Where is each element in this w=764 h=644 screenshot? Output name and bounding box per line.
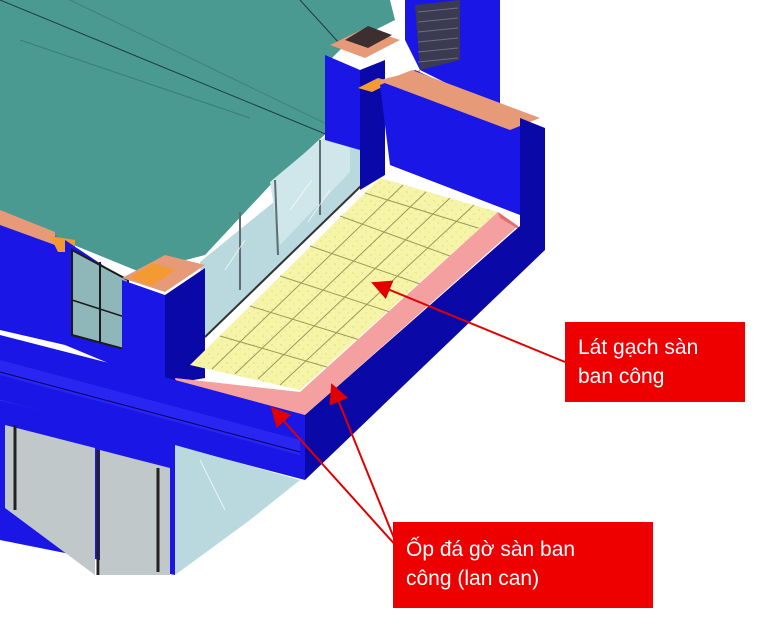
balcony-floor-tiles xyxy=(190,178,498,390)
lower-storey xyxy=(0,400,300,575)
left-window xyxy=(71,248,129,352)
roof-slab xyxy=(0,0,395,272)
callout-line-2: ban công xyxy=(578,365,665,388)
arrow-to-edge-stone-side xyxy=(329,383,399,549)
callout-line-2: công (lan can) xyxy=(406,567,540,590)
center-column xyxy=(122,255,205,385)
arrow-to-floor-tiles xyxy=(371,280,566,363)
arrow-to-edge-stone-front xyxy=(270,406,399,549)
balcony-slab-beam xyxy=(0,226,545,480)
callout-line-1: Lát gạch sàn xyxy=(578,336,699,359)
callout-balcony-floor-tiling: Lát gạch sàn ban công xyxy=(565,322,745,402)
callout-arrows xyxy=(270,280,566,549)
glass-curtain-wall xyxy=(200,115,363,338)
right-parapet-wall xyxy=(380,70,545,245)
callout-line-1: Ốp đá gờ sàn ban xyxy=(406,538,576,561)
balcony-edge-stone xyxy=(175,212,520,415)
rear-facade xyxy=(405,0,500,110)
callout-balcony-edge-stone-cladding: Ốp đá gờ sàn ban công (lan can) xyxy=(393,522,653,608)
